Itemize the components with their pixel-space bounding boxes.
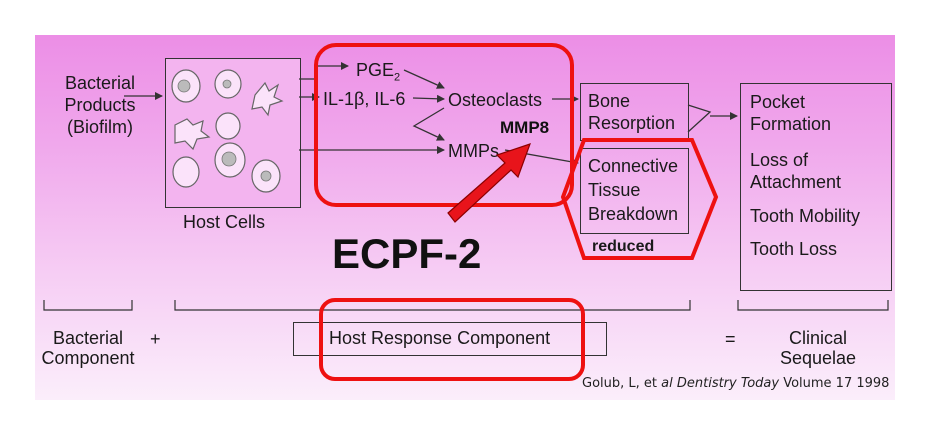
bone-resorption-label: Bone Resorption (588, 91, 676, 133)
pocket-formation-label: Pocket Formation (750, 92, 832, 134)
ecpf2-label: ECPF-2 (332, 230, 482, 277)
host-cells-label: Host Cells (183, 212, 266, 232)
clinical-sequelae-box (740, 83, 892, 291)
tooth-loss-label: Tooth Loss (750, 239, 838, 259)
connective-tissue-label: Connective Tissue Breakdown (588, 156, 679, 224)
osteoclasts-label: Osteoclasts (448, 90, 543, 110)
host-response-label: Host Response Component (329, 328, 551, 348)
tooth-mobility-label: Tooth Mobility (750, 206, 861, 226)
bacterial-component-label: Bacterial Component (41, 328, 135, 368)
host-cells-box (165, 58, 301, 208)
loss-of-attachment-label: Loss of Attachment (750, 150, 842, 192)
equals-sign: = (725, 329, 736, 349)
mmp8-label: MMP8 (500, 118, 550, 137)
bacterial-products-label: Bacterial Products (Biofilm) (64, 73, 136, 137)
mmps-label: MMPs (448, 141, 499, 161)
il-label: IL-1β, IL-6 (323, 89, 406, 109)
pge2-label: PGE2 (356, 60, 401, 84)
reduced-label: reduced (592, 238, 655, 255)
plus-sign: + (150, 329, 161, 349)
citation: Golub, L, et al Dentistry Today Volume 1… (582, 376, 890, 391)
clinical-sequelae-label: Clinical Sequelae (779, 328, 857, 368)
